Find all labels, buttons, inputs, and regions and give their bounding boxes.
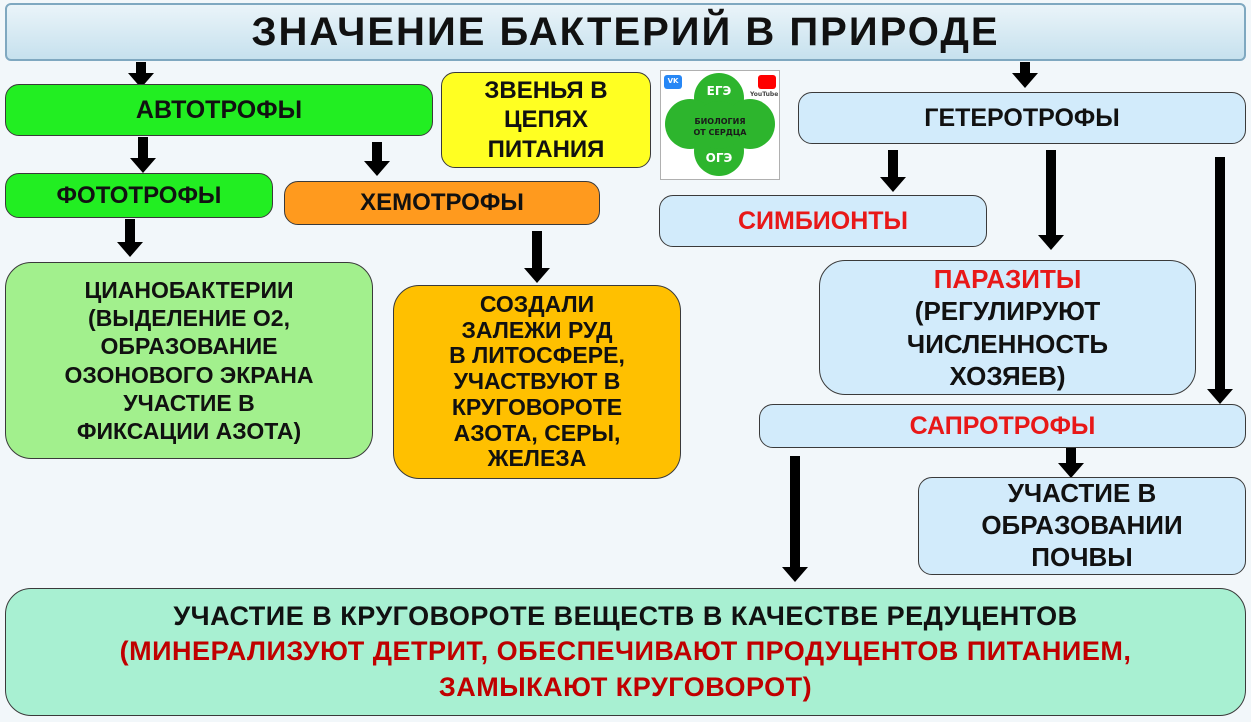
- links-line: ПИТАНИЯ: [487, 135, 605, 163]
- arrow-heterotrophs-to-symbionts: [880, 150, 906, 192]
- chemo-role-line: ЗАЛЕЖИ РУД: [461, 316, 613, 343]
- clover-leaf: [695, 101, 743, 149]
- saprotrophs-box: САПРОТРОФЫ: [759, 404, 1246, 448]
- arrow-chemotrophs-to-role: [524, 231, 550, 283]
- symbionts-label: СИМБИОНТЫ: [737, 206, 909, 235]
- arrow-title-to-heterotrophs: [1012, 62, 1038, 88]
- vk-icon: [664, 75, 682, 89]
- links-line: ЦЕПЯХ: [503, 106, 589, 134]
- autotrophs-box: АВТОТРОФЫ: [5, 84, 433, 136]
- soil-formation-box: УЧАСТИЕ В ОБРАЗОВАНИИ ПОЧВЫ: [918, 477, 1246, 575]
- vk-label: VK: [667, 77, 679, 85]
- decomposers-box: УЧАСТИЕ В КРУГОВОРОТЕ ВЕЩЕСТВ В КАЧЕСТВЕ…: [5, 588, 1246, 716]
- cyano-line: ЦИАНОБАКТЕРИИ: [84, 277, 294, 304]
- autotrophs-label: АВТОТРОФЫ: [135, 95, 303, 124]
- heterotrophs-box: ГЕТЕРОТРОФЫ: [798, 92, 1246, 144]
- cyano-line: ОЗОНОВОГО ЭКРАНА: [64, 361, 314, 388]
- parasites-desc-line: (РЕГУЛИРУЮТ: [914, 296, 1101, 326]
- chemo-role-line: КРУГОВОРОТЕ: [451, 393, 623, 420]
- arrow-phototrophs-to-cyanobacteria: [117, 219, 143, 257]
- soil-line: УЧАСТИЕ В: [1007, 478, 1157, 509]
- phototrophs-label: ФОТОТРОФЫ: [56, 181, 222, 209]
- arrow-title-to-autotrophs: [128, 62, 154, 88]
- chemotrophs-label: ХЕМОТРОФЫ: [360, 189, 524, 216]
- ege-label: ЕГЭ: [706, 84, 732, 98]
- logo-center-line: ОТ СЕРДЦА: [693, 128, 747, 137]
- youtube-icon: [758, 75, 776, 89]
- arrow-saprotrophs-to-soil: [1058, 448, 1084, 478]
- food-chain-links-box: ЗВЕНЬЯ В ЦЕПЯХ ПИТАНИЯ: [441, 72, 651, 168]
- arrow-heterotrophs-to-parasites: [1038, 150, 1064, 250]
- cyano-line: ФИКСАЦИИ АЗОТА): [76, 417, 302, 444]
- cyano-line: ОБРАЗОВАНИЕ: [100, 333, 278, 360]
- chemotrophs-role-box: СОЗДАЛИ ЗАЛЕЖИ РУД В ЛИТОСФЕРЕ, УЧАСТВУЮ…: [393, 285, 681, 479]
- page-title-text: ЗНАЧЕНИЕ БАКТЕРИЙ В ПРИРОДЕ: [251, 9, 1000, 54]
- chemo-role-line: В ЛИТОСФЕРЕ,: [449, 342, 625, 369]
- decomposers-detail-line: ЗАМЫКАЮТ КРУГОВОРОТ): [438, 671, 813, 702]
- chemotrophs-box: ХЕМОТРОФЫ: [284, 181, 600, 225]
- arrow-autotrophs-to-phototrophs: [130, 137, 156, 173]
- chemo-role-line: УЧАСТВУЮТ В: [453, 368, 621, 395]
- chemo-role-line: АЗОТА, СЕРЫ,: [453, 419, 621, 446]
- arrow-autotrophs-to-chemotrophs: [364, 142, 390, 176]
- oge-label: ОГЭ: [705, 151, 733, 165]
- symbionts-box: СИМБИОНТЫ: [659, 195, 987, 247]
- heterotrophs-label: ГЕТЕРОТРОФЫ: [924, 103, 1120, 132]
- parasites-desc-line: ХОЗЯЕВ): [949, 361, 1066, 391]
- cyanobacteria-box: ЦИАНОБАКТЕРИИ (ВЫДЕЛЕНИЕ О2, ОБРАЗОВАНИЕ…: [5, 262, 373, 459]
- arrow-heterotrophs-to-saprotrophs: [1207, 157, 1233, 404]
- links-line: ЗВЕНЬЯ В: [484, 77, 608, 105]
- chemo-role-line: ЖЕЛЕЗА: [487, 445, 587, 472]
- soil-line: ПОЧВЫ: [1031, 541, 1133, 572]
- phototrophs-box: ФОТОТРОФЫ: [5, 173, 273, 218]
- page-title: ЗНАЧЕНИЕ БАКТЕРИЙ В ПРИРОДЕ: [5, 3, 1246, 61]
- soil-line: ОБРАЗОВАНИИ: [981, 510, 1183, 541]
- parasites-label: ПАРАЗИТЫ: [933, 263, 1082, 294]
- logo-center-line: БИОЛОГИЯ: [694, 117, 746, 126]
- arrow-saprotrophs-to-bottom: [782, 456, 808, 582]
- saprotrophs-label: САПРОТРОФЫ: [909, 411, 1096, 440]
- parasites-desc-line: ЧИСЛЕННОСТЬ: [906, 328, 1109, 359]
- cyano-line: (ВЫДЕЛЕНИЕ О2,: [88, 305, 290, 332]
- parasites-box: ПАРАЗИТЫ (РЕГУЛИРУЮТ ЧИСЛЕННОСТЬ ХОЗЯЕВ): [819, 260, 1196, 395]
- youtube-label: YouTube: [750, 91, 779, 98]
- clover-logo: VK YouTube ЕГЭ БИОЛОГИЯ ОТ СЕРДЦА ОГЭ: [660, 70, 780, 180]
- cyano-line: УЧАСТИЕ В: [123, 389, 255, 416]
- chemo-role-line: СОЗДАЛИ: [479, 290, 595, 317]
- decomposers-detail-line: (МИНЕРАЛИЗУЮТ ДЕТРИТ, ОБЕСПЕЧИВАЮТ ПРОДУ…: [119, 636, 1132, 667]
- decomposers-line: УЧАСТИЕ В КРУГОВОРОТЕ ВЕЩЕСТВ В КАЧЕСТВЕ…: [173, 600, 1078, 631]
